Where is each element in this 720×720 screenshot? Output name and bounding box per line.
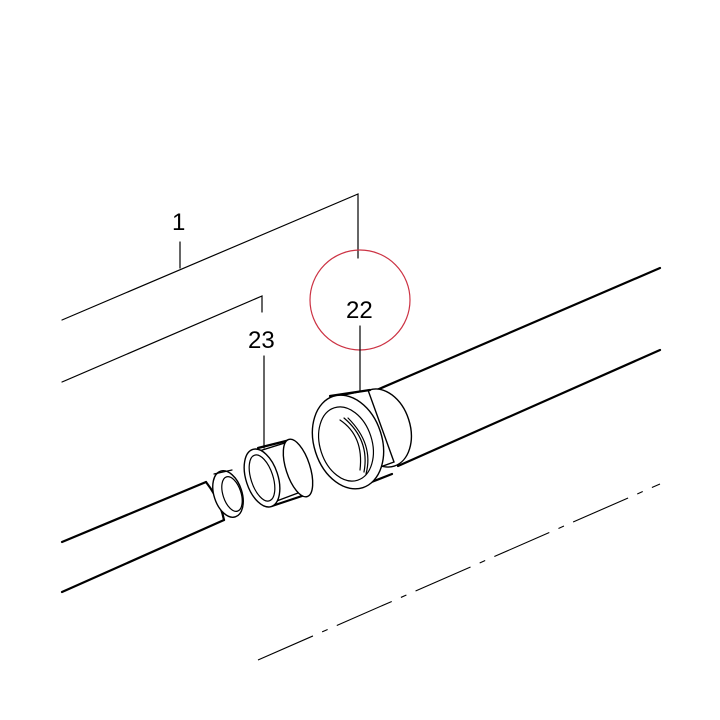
center-axis-line xyxy=(257,483,661,661)
inner-rod xyxy=(60,469,244,594)
part-22-end-cap xyxy=(311,388,413,490)
end-cap-inner-shade-3 xyxy=(347,417,369,475)
callout-label-22: 22 xyxy=(346,297,373,324)
center-line xyxy=(257,483,661,661)
assembly-leader-line-upper xyxy=(61,193,359,321)
bushing-inner-ring xyxy=(248,454,276,502)
outer-tube xyxy=(370,266,662,468)
part-23-bushing xyxy=(243,438,314,508)
inner-rod-collar-top xyxy=(213,469,233,475)
end-cap-front-ring xyxy=(311,394,385,490)
callout-label-23: 23 xyxy=(248,327,275,354)
end-cap-inner-ring xyxy=(318,406,374,482)
bushing-back-ring xyxy=(282,438,314,498)
end-cap-inner-shade-2 xyxy=(343,417,366,473)
bushing-bottom-line xyxy=(270,494,304,508)
outer-tube-top-edge xyxy=(370,266,662,394)
bushing-front-ring xyxy=(243,448,281,508)
end-cap-inner-shade-1 xyxy=(339,419,362,471)
assembly-leader-1 xyxy=(61,193,359,321)
outer-tube-bottom-edge xyxy=(396,348,662,468)
inner-rod-bottom-edge xyxy=(60,518,226,594)
inner-rod-collar-inner xyxy=(221,476,243,512)
bushing-top-line xyxy=(256,438,292,450)
part-23-leader xyxy=(61,295,265,449)
callout-label-1: 1 xyxy=(172,209,185,236)
inner-rod-top-edge xyxy=(60,480,208,544)
part-23-leader-upper xyxy=(61,295,263,383)
